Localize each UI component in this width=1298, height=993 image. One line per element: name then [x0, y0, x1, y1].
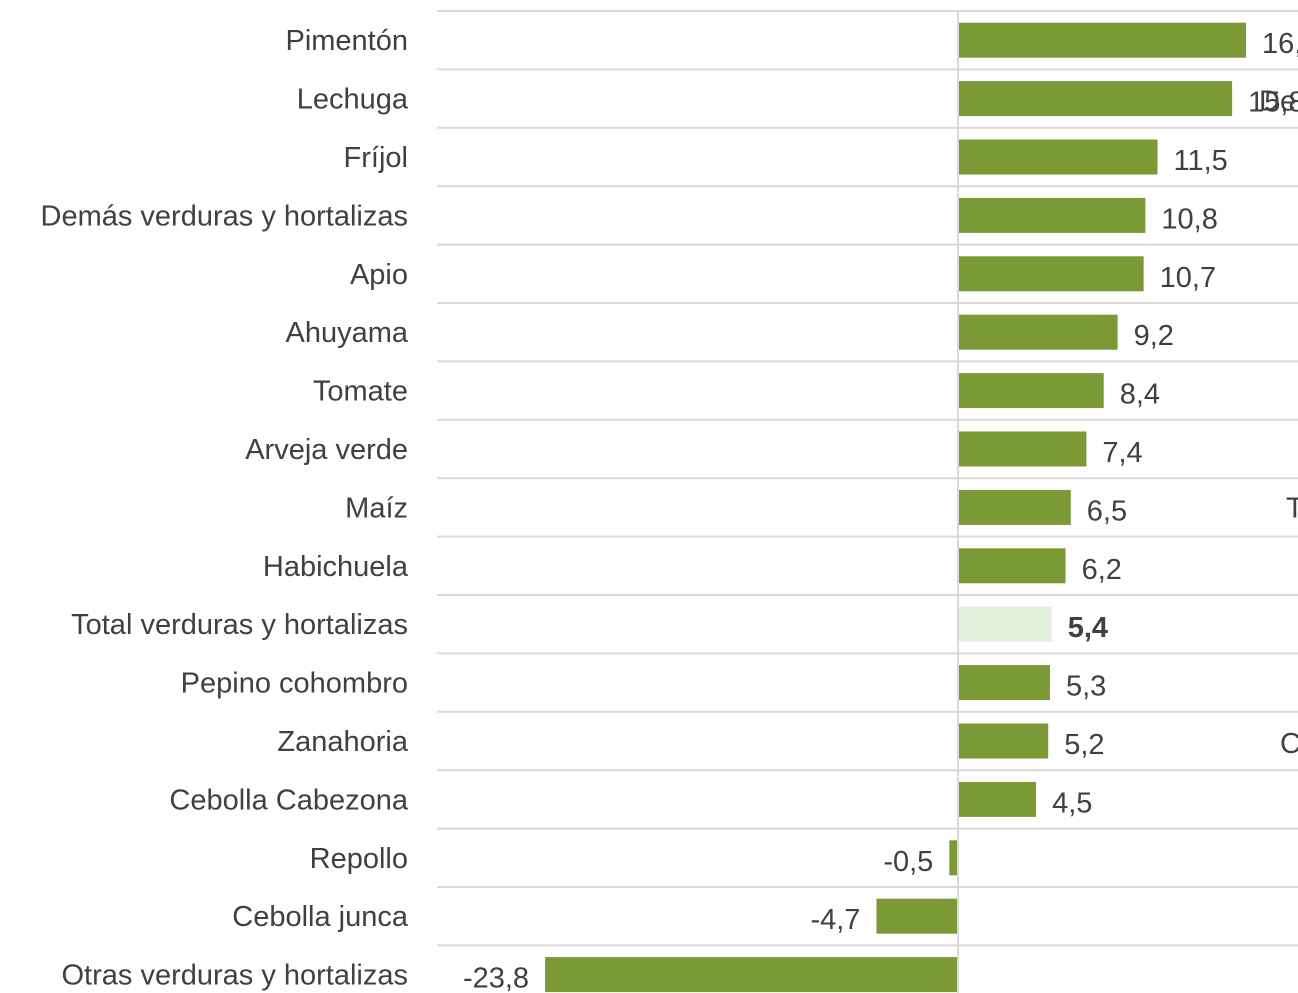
category-label: Cebolla Cabezona	[169, 784, 408, 816]
data-label: 7,4	[1102, 437, 1142, 469]
bar	[958, 314, 1118, 350]
bar-total	[958, 606, 1052, 642]
category-label: Tomate	[313, 376, 408, 408]
category-label: Demás verduras y hortalizas	[41, 200, 408, 232]
data-label: 6,5	[1087, 495, 1127, 527]
bar	[958, 256, 1144, 292]
data-label: -0,5	[883, 846, 933, 878]
data-label: 10,7	[1160, 262, 1216, 294]
bar	[958, 197, 1146, 233]
bar	[958, 22, 1247, 58]
data-label: 6,2	[1082, 554, 1122, 586]
clipped-edge-text: T	[1286, 492, 1298, 524]
category-label: Maíz	[345, 492, 408, 524]
category-label: Zanahoria	[277, 726, 408, 758]
category-label: Otras verduras y hortalizas	[61, 960, 408, 992]
bar	[958, 723, 1049, 759]
category-label: Ahuyama	[285, 317, 408, 349]
data-label: 9,2	[1134, 320, 1174, 352]
category-label: Pepino cohombro	[181, 668, 408, 700]
data-label: 5,2	[1064, 729, 1104, 761]
data-label: 5,3	[1066, 671, 1106, 703]
bar	[958, 781, 1037, 817]
category-label: Arveja verde	[245, 434, 408, 466]
data-label: 10,8	[1161, 203, 1217, 235]
bar	[876, 898, 958, 934]
clipped-edge-text: C	[1280, 728, 1298, 760]
category-label: Fríjol	[344, 142, 408, 174]
bar	[958, 548, 1066, 584]
clipped-edge-text: De	[1259, 86, 1296, 118]
bar	[958, 489, 1071, 525]
category-label: Habichuela	[263, 551, 409, 583]
data-label: 5,4	[1068, 612, 1108, 644]
bar	[958, 665, 1050, 701]
data-label: 16,6	[1262, 28, 1298, 60]
data-label: 8,4	[1120, 379, 1160, 411]
category-label: Lechuga	[297, 84, 409, 116]
bar	[958, 373, 1104, 409]
category-label: Pimentón	[285, 25, 408, 57]
bar	[958, 431, 1087, 467]
data-label: 11,5	[1174, 145, 1228, 177]
bar	[949, 840, 958, 876]
category-label: Cebolla junca	[232, 901, 409, 933]
bar	[958, 139, 1158, 175]
data-label: 15,8	[1248, 87, 1298, 119]
data-label: -4,7	[810, 904, 860, 936]
data-label: 4,5	[1052, 787, 1092, 819]
category-label: Apio	[350, 259, 408, 291]
bar	[958, 81, 1233, 117]
data-label: -23,8	[463, 963, 529, 993]
bar	[545, 957, 958, 993]
category-label: Repollo	[310, 843, 408, 875]
category-label: Total verduras y hortalizas	[71, 609, 408, 641]
